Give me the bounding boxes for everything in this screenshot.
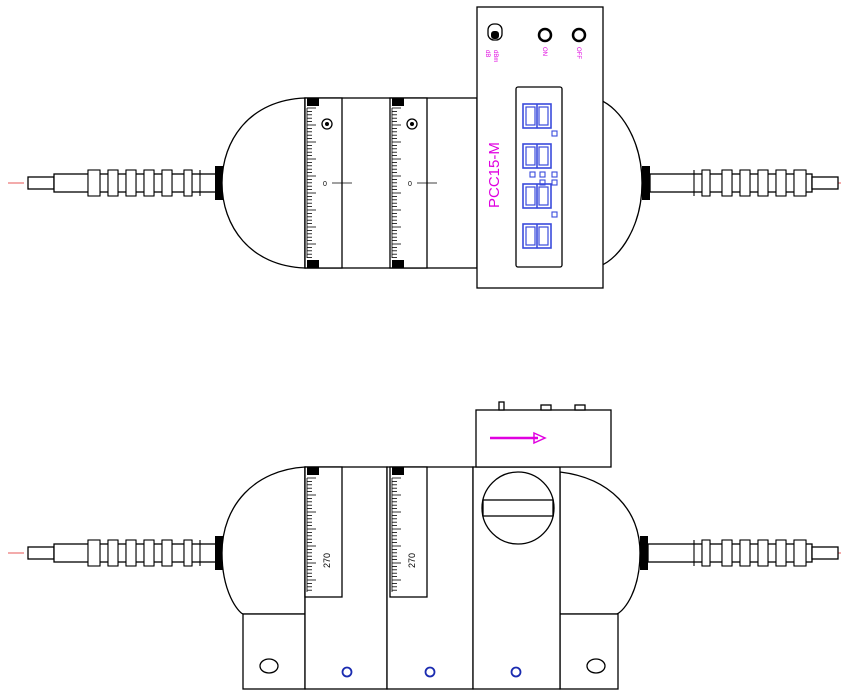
side-scale-value-2: 270 — [407, 553, 417, 568]
side-paddle-2: 270 — [386, 466, 474, 690]
on-button-label: ON — [541, 47, 547, 56]
right-mount-foot — [559, 613, 619, 690]
side-knob-block — [472, 466, 561, 690]
ring-1-scale-ticks — [306, 107, 316, 259]
top-scale-zero-2: 0 — [408, 181, 412, 188]
ring-2-scale-ticks — [391, 107, 401, 259]
side-left-dome — [221, 466, 306, 615]
switch-label-dbm: dBm — [492, 50, 498, 62]
right-fiber-connector — [642, 166, 839, 200]
off-button-label: OFF — [575, 47, 581, 59]
side-control-box — [475, 401, 612, 468]
top-view: 0 0 — [8, 6, 845, 289]
switch-label-db: dB — [484, 50, 490, 57]
side-paddle-1-ticks — [306, 477, 316, 592]
screw-hole-3 — [510, 666, 522, 678]
side-scale-value-1: 270 — [322, 553, 332, 568]
side-left-fiber-connector — [27, 536, 223, 570]
side-right-connector-ribs — [693, 539, 807, 567]
off-button[interactable] — [571, 27, 587, 43]
right-connector-ribs — [693, 169, 807, 197]
screw-hole-2 — [424, 666, 436, 678]
power-display — [515, 86, 563, 268]
left-mount-foot — [242, 613, 306, 690]
left-fiber-connector — [27, 166, 223, 200]
side-right-fiber-connector — [640, 536, 839, 570]
on-button[interactable] — [537, 27, 553, 43]
unit-toggle-switch[interactable] — [487, 23, 503, 41]
right-dome — [599, 99, 643, 267]
side-left-connector-ribs — [87, 539, 201, 567]
screw-hole-1 — [341, 666, 353, 678]
top-control-box: dBm dB ON OFF PCC15-M — [476, 6, 604, 289]
top-scale-zero-1: 0 — [323, 181, 327, 188]
left-connector-ribs — [87, 169, 201, 197]
side-right-dome — [559, 471, 641, 615]
left-dome — [221, 97, 306, 269]
side-paddle-2-ticks — [391, 477, 401, 592]
side-view: 270 270 — [8, 401, 845, 690]
arrow-right-icon — [490, 431, 547, 445]
side-paddle-1: 270 — [304, 466, 388, 690]
model-label: PCC15-M — [486, 142, 503, 208]
display-digits — [522, 103, 558, 249]
